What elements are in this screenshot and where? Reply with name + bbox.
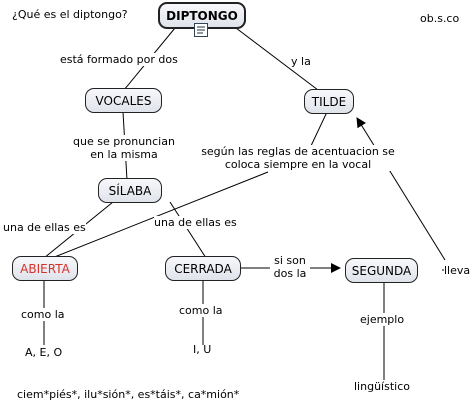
leaf-ejemplos-lista: ciem*piés*, ilu*sión*, es*táis*, ca*mión… bbox=[17, 388, 240, 401]
link-y-la: y la bbox=[291, 55, 311, 68]
link-esta-formado: está formado por dos bbox=[60, 53, 178, 66]
question-title: ¿Qué es el diptongo? bbox=[12, 8, 128, 21]
link-se-pronuncian: que se pronuncian en la misma bbox=[69, 135, 179, 161]
node-segunda[interactable]: SEGUNDA bbox=[345, 258, 418, 283]
credit-text: ob.s.co bbox=[420, 12, 460, 25]
node-silaba[interactable]: SÍLABA bbox=[98, 178, 162, 203]
node-vocales[interactable]: VOCALES bbox=[85, 88, 162, 113]
node-abierta[interactable]: ABIERTA bbox=[12, 256, 78, 281]
node-cerrada[interactable]: CERRADA bbox=[165, 256, 241, 281]
link-una-de-ellas-1: una de ellas es bbox=[3, 221, 86, 234]
link-segun-reglas: según las reglas de acentuacion se coloc… bbox=[198, 145, 398, 171]
leaf-vocales-abiertas: A, E, O bbox=[25, 346, 63, 359]
link-una-de-ellas-2: una de ellas es bbox=[154, 216, 237, 229]
leaf-vocales-cerradas: I, U bbox=[193, 343, 212, 356]
leaf-ejemplo-palabra: lingüístico bbox=[354, 380, 410, 393]
link-ejemplo: ejemplo bbox=[360, 313, 405, 326]
node-tilde[interactable]: TILDE bbox=[304, 89, 354, 114]
link-si-son: si son dos la bbox=[270, 254, 310, 280]
link-como-la-1: como la bbox=[21, 308, 65, 321]
link-lleva: lleva bbox=[444, 264, 471, 277]
document-icon[interactable] bbox=[194, 23, 208, 37]
link-como-la-2: como la bbox=[179, 304, 223, 317]
